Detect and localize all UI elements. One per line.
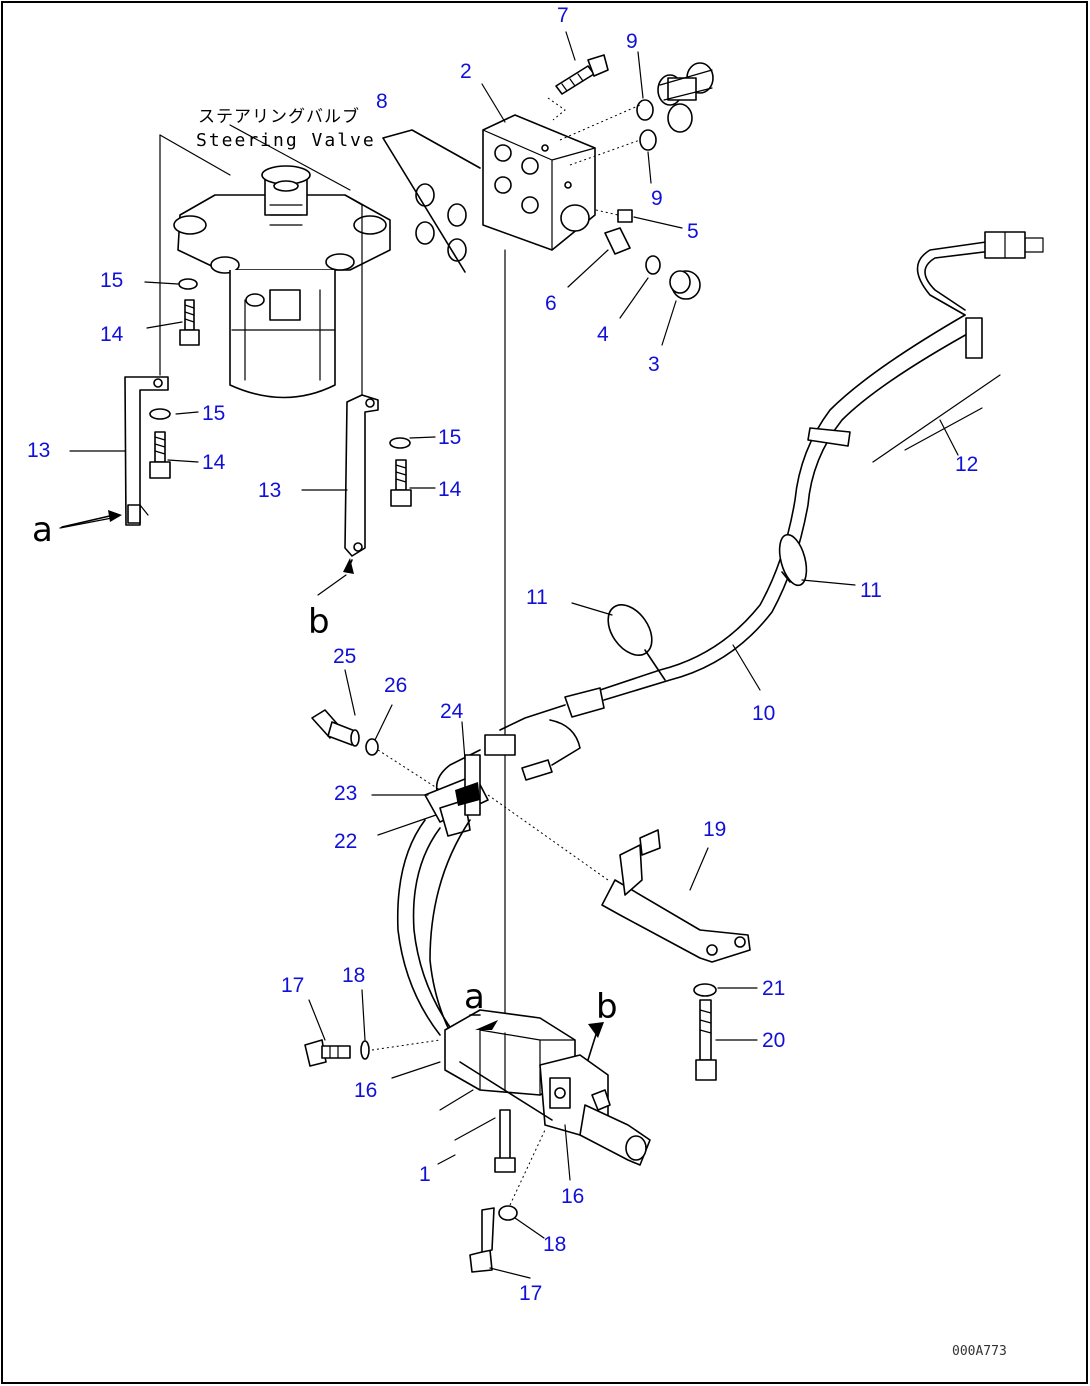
callout-10: 10: [752, 702, 775, 725]
callout-16: 16: [561, 1185, 584, 1208]
wire-harness: [484, 231, 1044, 781]
callout-26: 26: [384, 674, 407, 697]
callout-numbers: 1 2 3 4 5 6 7 8 9 9 10 11 11 12 13 13 14…: [27, 4, 978, 1305]
callout-23: 23: [334, 782, 357, 805]
callout-5: 5: [687, 220, 699, 243]
washer-18: [498, 1205, 518, 1221]
view-letter-a: a: [32, 510, 53, 550]
leader-line: [547, 97, 566, 121]
callout-1: 1: [419, 1163, 431, 1186]
cable-tie-11: [778, 533, 808, 587]
callout-25: 25: [333, 645, 356, 668]
callout-21: 21: [762, 977, 785, 1000]
callout-16: 16: [354, 1079, 377, 1102]
callout-6: 6: [545, 292, 557, 315]
o-ring-9: [639, 129, 657, 151]
leader-line: [509, 1129, 546, 1206]
arrow-b-head: [588, 1022, 604, 1038]
leader-line: [439, 1089, 496, 1141]
bracket-right: [344, 394, 379, 573]
view-letter-b: b: [596, 987, 618, 1027]
manifold-block: [482, 114, 596, 251]
solenoid-valve: [444, 1009, 651, 1166]
fittings: [657, 62, 714, 133]
bolt-14: [390, 459, 412, 507]
callout-leaders: [59, 31, 959, 1279]
plug-5: [617, 209, 633, 223]
arrow-a-left: [61, 514, 115, 528]
o-ring-9: [636, 99, 654, 121]
pin-6: [604, 227, 631, 255]
callout-2: 2: [460, 60, 472, 83]
wire-loop: [396, 819, 471, 1051]
bolt-17: [469, 1207, 495, 1273]
cable-tie-11: [607, 604, 666, 681]
washer-26: [365, 738, 379, 756]
view-letter-b: b: [308, 602, 330, 642]
drawing-code: 000A773: [952, 1344, 1007, 1359]
callout-13: 13: [258, 479, 281, 502]
callout-14: 14: [202, 451, 226, 474]
callout-13: 13: [27, 439, 50, 462]
leader-line: [595, 209, 619, 216]
bolt-20: [695, 999, 717, 1081]
arrow-b-left-head: [343, 558, 354, 574]
o-rings-8: [382, 129, 481, 273]
washer-18: [360, 1040, 370, 1060]
leader-line: [371, 1039, 441, 1051]
callout-17: 17: [281, 974, 304, 997]
callout-15: 15: [202, 402, 225, 425]
callout-22: 22: [334, 830, 357, 853]
callout-9: 9: [651, 187, 663, 210]
callout-17: 17: [519, 1282, 542, 1305]
steering-valve-label-en: Steering Valve: [196, 130, 376, 151]
callout-20: 20: [762, 1029, 785, 1052]
washer-15: [178, 278, 198, 290]
callout-8: 8: [376, 90, 388, 113]
callout-12: 12: [955, 453, 978, 476]
leader-line: [872, 374, 1001, 463]
bracket-left: [124, 376, 169, 526]
washer-15: [149, 408, 171, 420]
bolt-14: [179, 299, 200, 346]
plug-3: [669, 270, 701, 300]
washer-21: [693, 983, 717, 997]
leader-line: [559, 104, 641, 166]
bolt-14: [149, 431, 171, 479]
clip-assembly: [424, 749, 489, 837]
callout-11: 11: [526, 586, 548, 609]
bracket-19: [601, 829, 751, 963]
bolt-17: [304, 1039, 351, 1067]
callout-7: 7: [557, 4, 569, 27]
callout-15: 15: [438, 426, 461, 449]
callout-15: 15: [100, 269, 123, 292]
view-letter-a: a: [464, 977, 485, 1017]
mount-bolt: [494, 1109, 516, 1173]
steering-valve-label-jp: ステアリングバルブ: [198, 106, 360, 127]
bolt-25: [311, 709, 360, 747]
leader-line: [377, 749, 609, 881]
callout-3: 3: [648, 353, 660, 376]
steering-valve: [159, 124, 391, 399]
callout-18: 18: [543, 1233, 566, 1256]
washer-15: [389, 437, 411, 449]
callout-9: 9: [626, 30, 638, 53]
o-ring-4: [645, 255, 661, 275]
callout-14: 14: [100, 323, 124, 346]
callout-4: 4: [597, 323, 609, 346]
bolt-7: [555, 54, 609, 95]
callout-19: 19: [703, 818, 726, 841]
arrow-a-left-head: [108, 510, 122, 522]
callout-14: 14: [438, 478, 462, 501]
callout-11: 11: [860, 579, 882, 602]
callout-18: 18: [342, 964, 365, 987]
callout-24: 24: [440, 700, 464, 723]
